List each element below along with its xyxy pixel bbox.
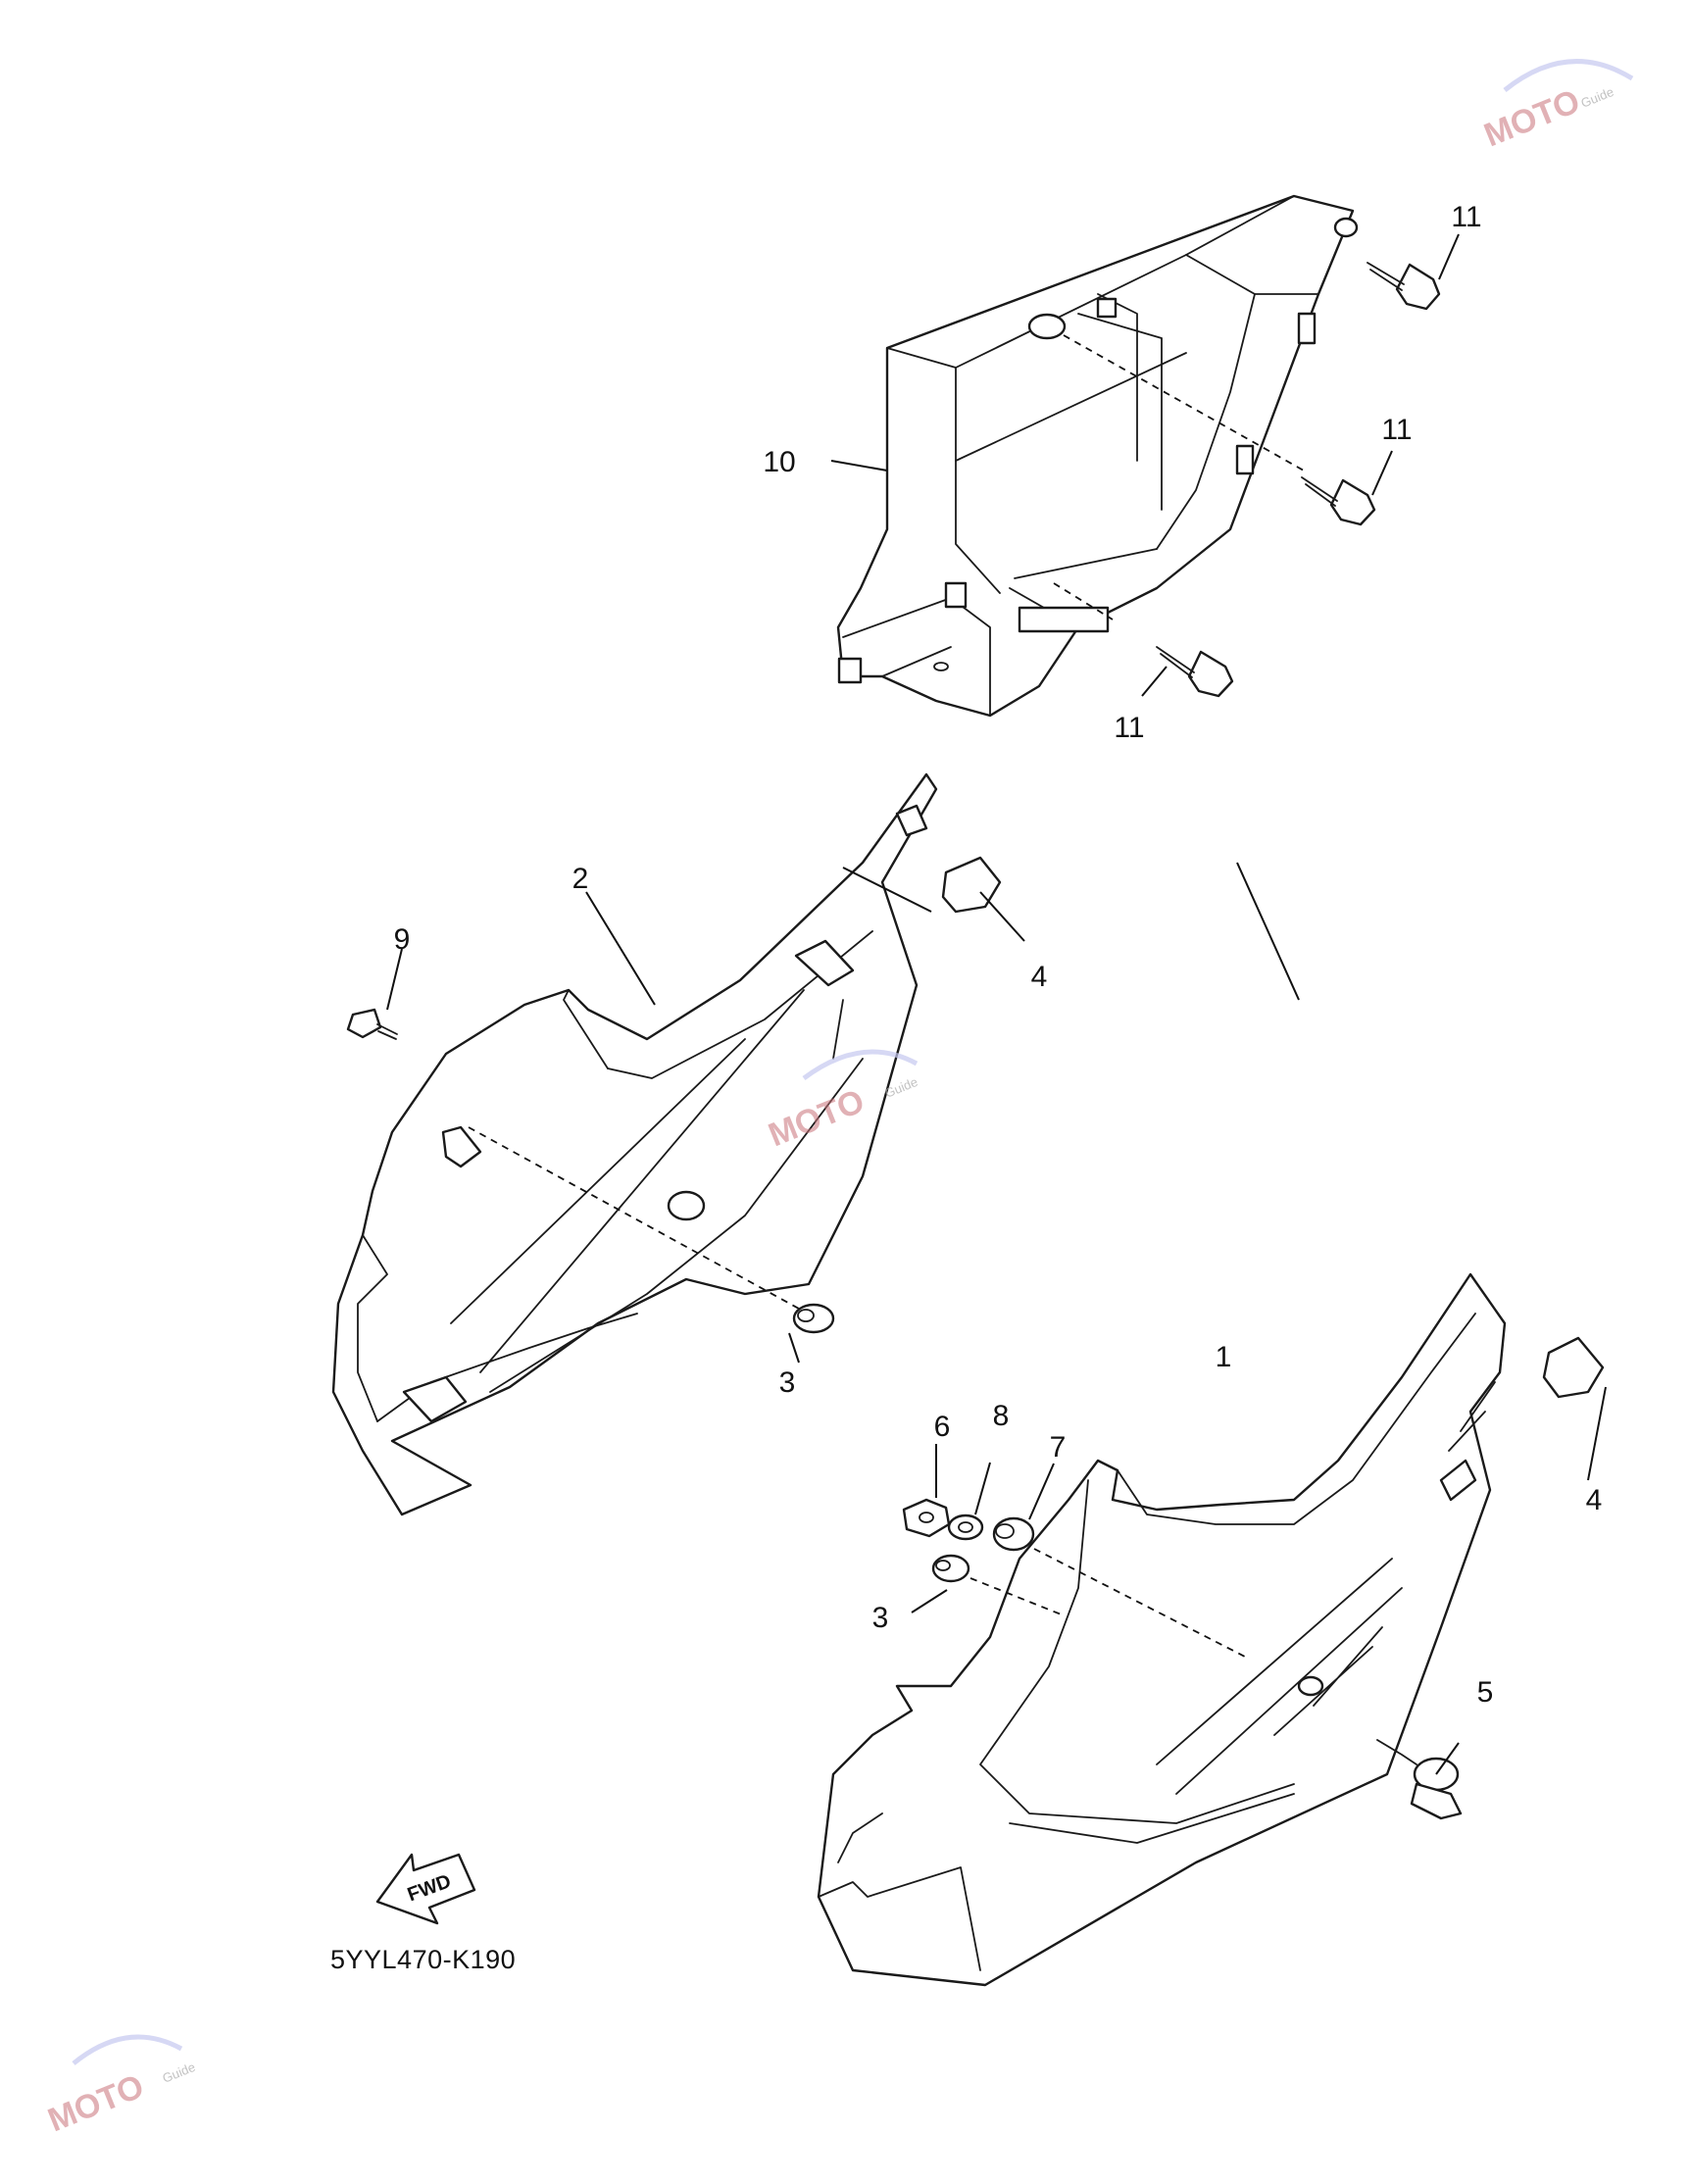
callout-11-bottom: 11 (1114, 712, 1144, 744)
screw-9 (346, 1008, 398, 1040)
clip-4-lower (1542, 1336, 1605, 1399)
nut-6 (902, 1498, 951, 1538)
callout-2: 2 (572, 863, 589, 895)
callout-1: 1 (1216, 1341, 1232, 1373)
svg-text:MOTO: MOTO (1479, 82, 1585, 154)
washer-8 (947, 1514, 984, 1541)
callout-11-middle: 11 (1381, 414, 1412, 446)
battery-box-part-10 (836, 194, 1359, 718)
svg-text:MOTO: MOTO (43, 2067, 149, 2139)
callout-8: 8 (993, 1400, 1010, 1432)
side-cover-left-part-2 (331, 772, 938, 1516)
svg-text:Guide: Guide (1579, 84, 1616, 111)
callout-6: 6 (934, 1411, 951, 1443)
watermark-logo-top: MOTO Guide (1479, 59, 1634, 154)
callout-3-left: 3 (779, 1366, 796, 1399)
grommet-3-left (792, 1303, 835, 1334)
bolt-11-middle (1301, 476, 1376, 526)
callout-4-lower: 4 (1586, 1484, 1603, 1516)
callout-11-top: 11 (1451, 201, 1481, 233)
bolt-11-bottom (1156, 646, 1234, 698)
watermark-logo-bottom: MOTO Guide (43, 2034, 198, 2139)
assembly-guide-lines (468, 334, 1305, 1658)
callout-7: 7 (1050, 1431, 1067, 1464)
grommet-7 (992, 1516, 1035, 1552)
callout-3-right: 3 (872, 1602, 889, 1634)
callout-9: 9 (394, 923, 411, 956)
callout-10: 10 (763, 446, 795, 478)
side-cover-right-part-1 (817, 1272, 1507, 1987)
callout-5: 5 (1477, 1676, 1494, 1709)
bolt-11-top (1367, 262, 1441, 311)
callout-labels: 1 2 3 3 4 4 5 6 7 8 9 10 11 11 11 (394, 201, 1603, 1709)
forward-direction-arrow: FWD (375, 1853, 476, 1925)
diagram-reference-code: 5YYL470-K190 (330, 1945, 516, 1974)
leader-lines (386, 233, 1607, 1775)
callout-4-upper: 4 (1031, 961, 1048, 993)
grommet-3-right (931, 1554, 970, 1583)
svg-text:Guide: Guide (161, 2060, 198, 2086)
